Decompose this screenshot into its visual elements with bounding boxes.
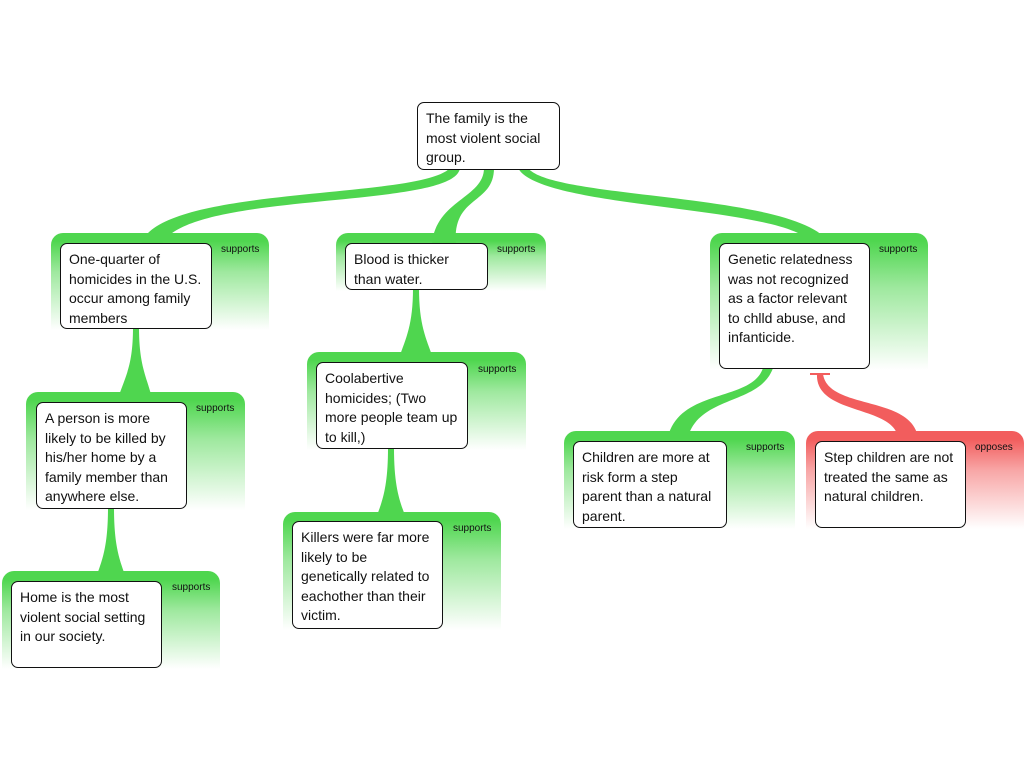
claim-children-risk[interactable]: Children are more at risk form a step pa… [573, 441, 727, 528]
connector-genetic-relatedness-to-step-children [816, 374, 918, 437]
connector-genetic-relatedness-to-children-risk [668, 368, 773, 437]
claim-homicides-quarter[interactable]: One-quarter of homicides in the U.S. occ… [60, 243, 212, 329]
relation-label-genetic-relatedness: supports [879, 244, 918, 255]
relation-label-homicides-quarter: supports [221, 244, 260, 255]
relation-label-blood-thicker: supports [497, 244, 536, 255]
connector-root-to-homicides-quarter [141, 168, 460, 244]
relation-label-step-children: opposes [975, 442, 1013, 453]
claim-person-killed[interactable]: A person is more likely to be killed by … [36, 402, 187, 509]
relation-label-killers-related: supports [453, 523, 492, 534]
connector-blood-thicker-to-coolabertive [399, 288, 433, 358]
relation-label-person-killed: supports [196, 403, 235, 414]
root-claim[interactable]: The family is the most violent social gr… [417, 102, 560, 170]
relation-label-home-violent: supports [172, 582, 211, 593]
claim-genetic-relatedness[interactable]: Genetic relatedness was not recognized a… [719, 243, 870, 369]
claim-coolabertive[interactable]: Coolabertive homicides; (Two more people… [316, 362, 468, 449]
connector-coolabertive-to-killers-related [376, 448, 406, 518]
connector-root-to-blood-thicker [432, 168, 494, 244]
relation-label-children-risk: supports [746, 442, 785, 453]
connector-person-killed-to-home-violent [96, 507, 126, 578]
claim-home-violent[interactable]: Home is the most violent social setting … [11, 581, 162, 668]
connector-root-to-genetic-relatedness [518, 168, 830, 244]
claim-step-children[interactable]: Step children are not treated the same a… [815, 441, 966, 528]
relation-label-coolabertive: supports [478, 364, 517, 375]
claim-killers-related[interactable]: Killers were far more likely to be genet… [292, 521, 443, 629]
claim-blood-thicker[interactable]: Blood is thicker than water. [345, 243, 488, 290]
connector-homicides-quarter-to-person-killed [118, 327, 152, 398]
